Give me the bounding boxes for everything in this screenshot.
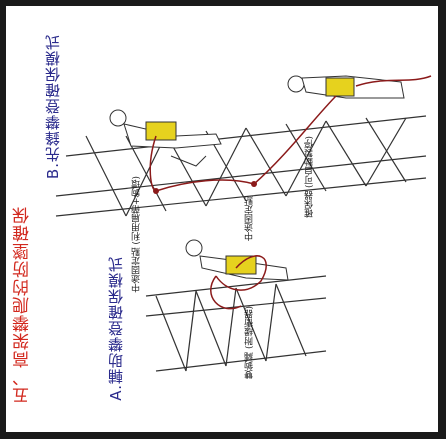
lower-truss <box>145 275 327 372</box>
ropes <box>149 75 432 310</box>
section-title: 五、高架攀爬的防墜確保 <box>13 206 33 404</box>
diagram-panel: 五、高架攀爬的防墜確保 B.先鋒攀登確保模式 A.輔助攀登確保模式 中途固定點 … <box>6 6 438 432</box>
lanyard-line2: (附緩衝器) <box>245 306 255 350</box>
midpoint-sling-line2: (利用扁帶+鉤環) <box>132 176 142 245</box>
climber-b-figure <box>109 109 222 167</box>
mode-b-title: B.先鋒攀登確保模式 <box>44 34 62 180</box>
mode-a-title: A.輔助攀登確保模式 <box>107 256 125 401</box>
upper-truss <box>55 115 427 217</box>
midpoint-sling-line1: 中途固定點 <box>132 247 142 293</box>
midpoint-label: 中途固定點 <box>245 196 255 241</box>
anchor-points <box>153 181 257 194</box>
climber-a-figure <box>185 239 289 281</box>
lanyard-label: 雙鉤繩 (附緩衝器) <box>245 306 256 379</box>
lanyard-line1: 雙鉤繩 <box>245 351 255 379</box>
belay-device-label: 確保器 (可自動製停) <box>305 136 316 218</box>
illustration <box>55 75 432 372</box>
belay-device-line2: (可自動製停) <box>305 136 315 189</box>
belayer-figure <box>287 75 405 99</box>
belay-device-line1: 確保器 <box>305 190 315 218</box>
midpoint-sling-label: 中途固定點 (利用扁帶+鉤環) <box>132 176 143 293</box>
